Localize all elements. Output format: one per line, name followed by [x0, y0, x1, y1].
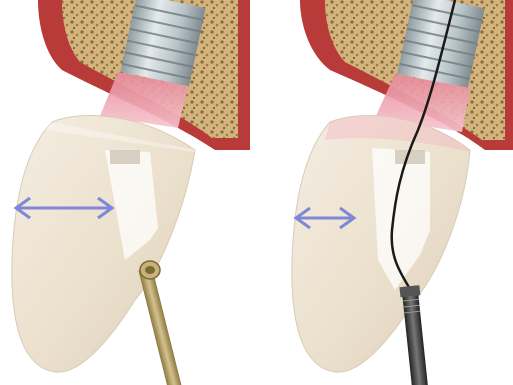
- left-panel: [12, 0, 250, 385]
- screw-access-left: [110, 150, 140, 164]
- dark-handpiece-instrument: [399, 285, 428, 385]
- brass-probe-instrument: [138, 261, 181, 385]
- right-panel: [292, 0, 513, 385]
